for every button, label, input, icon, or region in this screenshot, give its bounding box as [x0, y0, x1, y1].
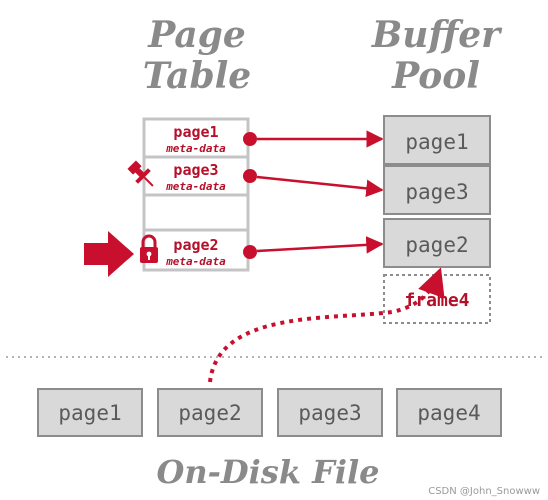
buffer-frame-3: [383, 218, 491, 268]
disk-file: page1 page2 page3 page4: [37, 388, 502, 437]
disk-page-4: [396, 388, 502, 437]
page-table-entry-4-meta: meta-data: [165, 255, 226, 268]
page-table-entry-4-label: page2: [173, 236, 218, 254]
arrow-right-icon: [84, 231, 134, 277]
disk-page-1-label: page1: [58, 401, 121, 425]
buffer-pool-title-line2: Pool: [391, 55, 480, 97]
lock-icon: [140, 234, 158, 263]
disk-page-3: [277, 388, 383, 437]
disk-page-2-label: page2: [178, 401, 241, 425]
page-table-entry-4: [142, 228, 250, 272]
page-table-entry-2-meta: meta-data: [165, 180, 226, 193]
page-table-entry-1-meta: meta-data: [165, 142, 226, 155]
buffer-frame-1: [383, 115, 491, 165]
disk-title: On-Disk File: [156, 453, 379, 491]
pointer-dot-page1: [243, 132, 257, 146]
pin-icon: [127, 160, 154, 187]
buffer-frame-free-label: frame4: [404, 290, 469, 311]
page-table-title-line2: Table: [143, 55, 251, 97]
page-table-entry-3: [142, 193, 250, 232]
page-table: page1 meta-data page3 meta-data page2 me…: [142, 117, 250, 272]
pointer-arrow-page3: [256, 175, 384, 198]
buffer-pool-title-line1: Buffer: [371, 14, 503, 56]
page-table-entry-2-label: page3: [173, 161, 218, 179]
buffer-frame-2-label: page3: [405, 180, 468, 204]
page-table-title-line1: Page: [147, 14, 246, 56]
buffer-frame-2: [383, 165, 491, 215]
disk-page-2: [157, 388, 263, 437]
watermark: CSDN @John_Snowww: [428, 486, 540, 497]
page-table-entry-1-label: page1: [173, 123, 218, 141]
buffer-pool: page1 page3 page2 frame4: [383, 115, 491, 324]
disk-page-3-label: page3: [298, 401, 361, 425]
load-page-arrow: [208, 267, 445, 383]
buffer-frame-3-label: page2: [405, 233, 468, 257]
pointer-dot-page2: [243, 245, 257, 259]
buffer-frame-1-label: page1: [405, 130, 468, 154]
pointer-dot-page3: [243, 169, 257, 183]
disk-page-1: [37, 388, 143, 437]
disk-page-4-label: page4: [417, 401, 480, 425]
pointer-arrow-page2: [256, 236, 384, 254]
